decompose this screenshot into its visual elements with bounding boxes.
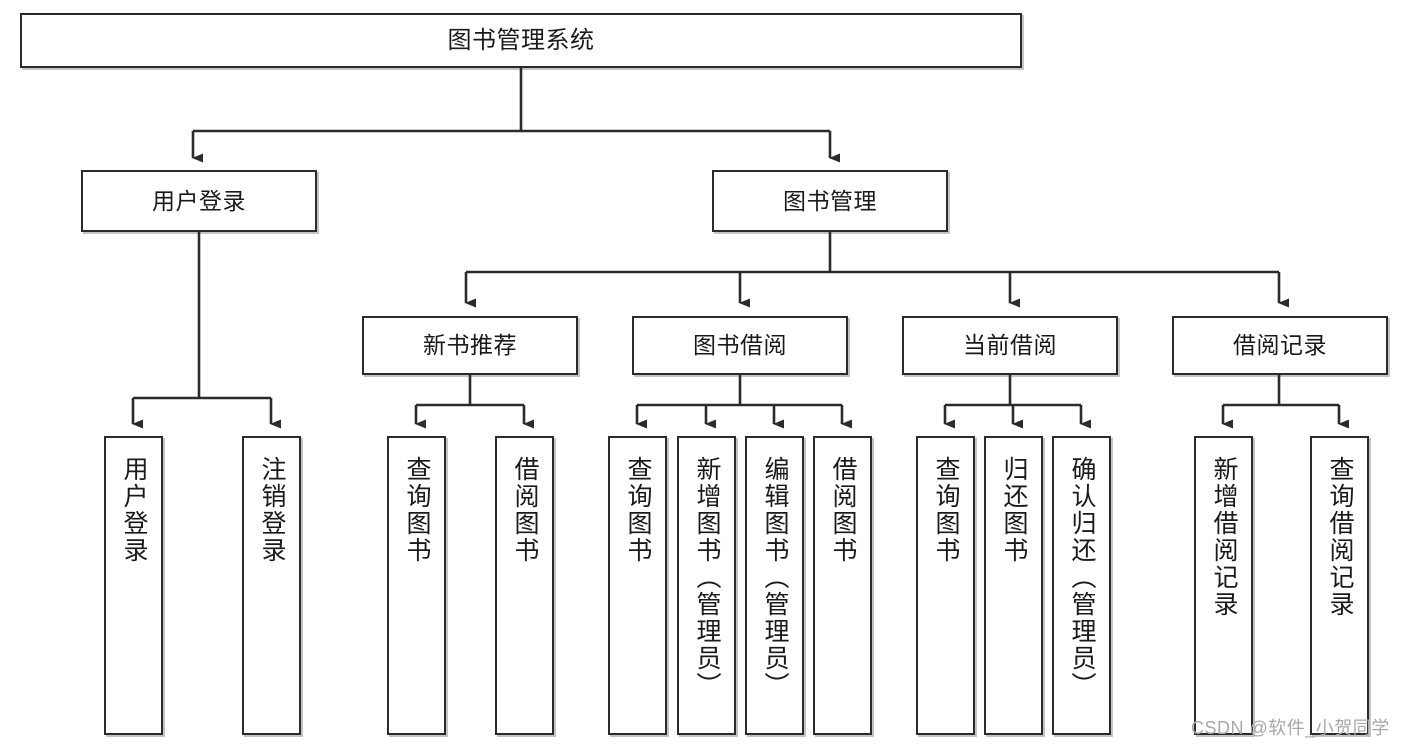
leaf-query-book-current[interactable]: 查询图书 [916, 436, 975, 735]
leaf-query-borrow-record[interactable]: 查询借阅记录 [1310, 436, 1369, 735]
node-label: 借阅图书 [511, 456, 539, 564]
node-label: 编辑图书（管理员） [761, 456, 789, 699]
leaf-logout[interactable]: 注销登录 [242, 436, 301, 735]
leaf-edit-book-admin[interactable]: 编辑图书（管理员） [745, 436, 804, 735]
node-label: 图书管理系统 [447, 26, 595, 54]
leaf-borrow-book[interactable]: 借阅图书 [813, 436, 872, 735]
node-label: 查询图书 [932, 456, 960, 564]
node-borrow-record[interactable]: 借阅记录 [1172, 316, 1388, 375]
leaf-user-login[interactable]: 用户登录 [104, 436, 163, 735]
node-label: 借阅图书 [829, 456, 857, 564]
leaf-query-book-borrow[interactable]: 查询图书 [608, 436, 667, 735]
node-label: 当前借阅 [963, 332, 1057, 359]
node-label: 新增图书（管理员） [693, 456, 721, 699]
leaf-query-book-new[interactable]: 查询图书 [387, 436, 446, 735]
node-new-book-recommend[interactable]: 新书推荐 [362, 316, 578, 375]
node-label: 用户登录 [152, 187, 246, 214]
node-label: 确认归还（管理员） [1068, 456, 1096, 699]
node-book-management[interactable]: 图书管理 [712, 170, 948, 232]
node-label: 借阅记录 [1233, 332, 1327, 359]
node-current-borrow[interactable]: 当前借阅 [902, 316, 1118, 375]
node-label: 新书推荐 [423, 332, 517, 359]
node-label: 用户登录 [120, 456, 148, 564]
node-label: 图书管理 [783, 187, 877, 214]
node-label: 图书借阅 [693, 332, 787, 359]
node-user-login[interactable]: 用户登录 [81, 170, 317, 232]
leaf-add-book-admin[interactable]: 新增图书（管理员） [677, 436, 736, 735]
node-label: 查询图书 [403, 456, 431, 564]
node-label: 注销登录 [258, 456, 286, 564]
node-label: 新增借阅记录 [1210, 456, 1238, 618]
node-label: 查询借阅记录 [1326, 456, 1354, 618]
node-book-borrow[interactable]: 图书借阅 [632, 316, 848, 375]
node-root[interactable]: 图书管理系统 [20, 13, 1022, 68]
leaf-borrow-book-new[interactable]: 借阅图书 [495, 436, 554, 735]
node-label: 归还图书 [1000, 456, 1028, 564]
watermark: CSDN @软件_小贺同学 [1191, 718, 1390, 738]
leaf-confirm-return-admin[interactable]: 确认归还（管理员） [1052, 436, 1111, 735]
leaf-return-book[interactable]: 归还图书 [984, 436, 1043, 735]
node-label: 查询图书 [624, 456, 652, 564]
leaf-add-borrow-record[interactable]: 新增借阅记录 [1194, 436, 1253, 735]
